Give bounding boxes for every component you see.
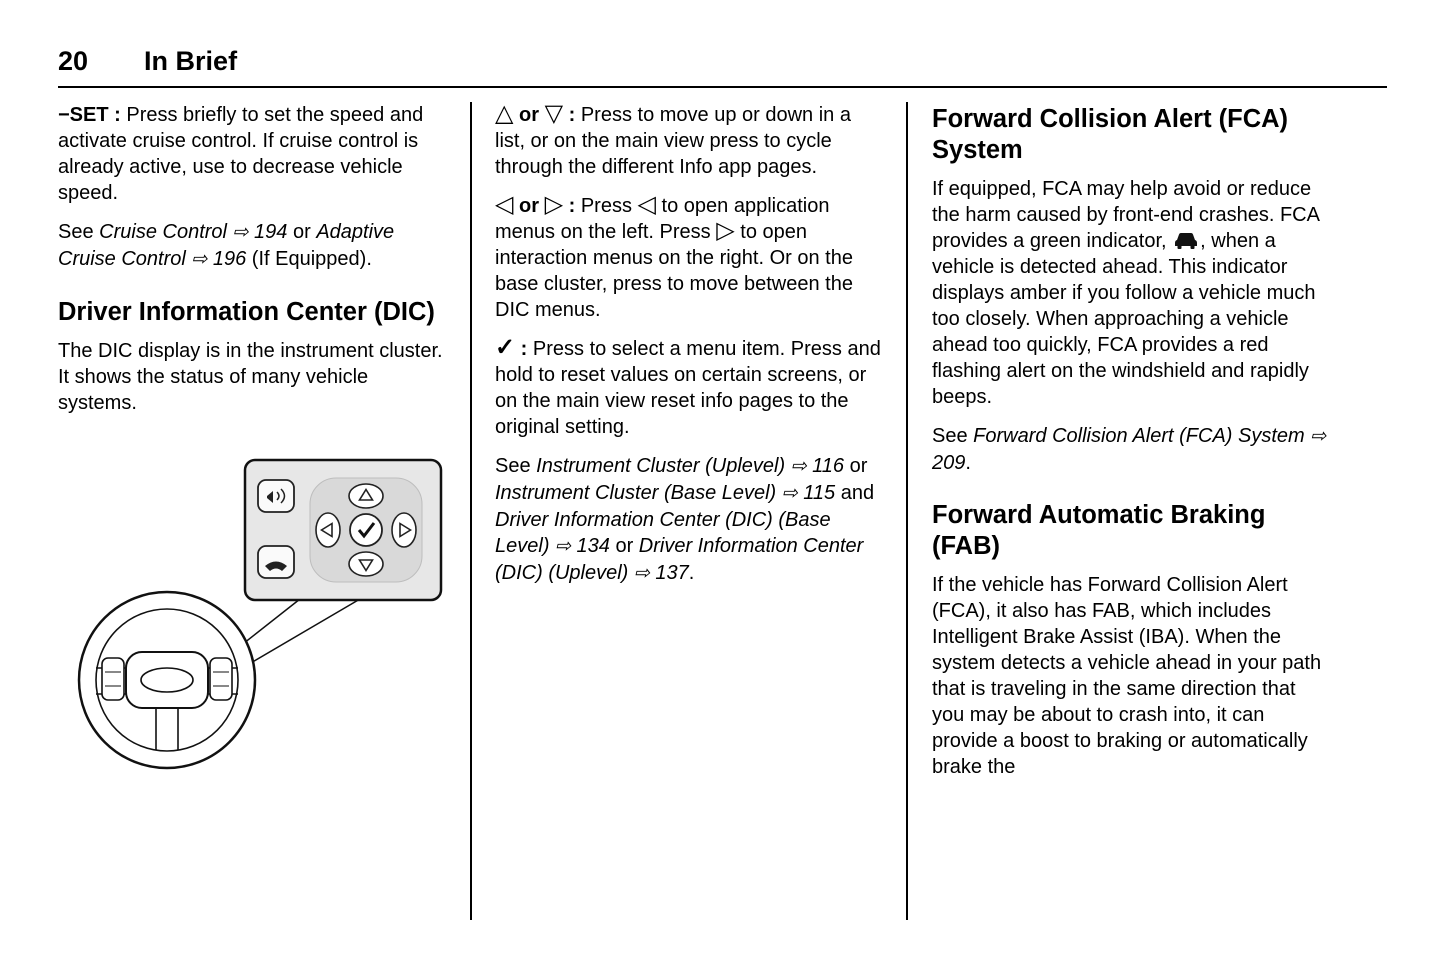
section-heading: Driver Information Center (DIC) bbox=[58, 298, 435, 326]
paragraph: If equipped, FCA may help avoid or reduc… bbox=[932, 176, 1333, 410]
up-arrow-icon: △ bbox=[495, 100, 514, 127]
controls-callout bbox=[243, 458, 443, 602]
text-run: Forward Collision Alert (FCA) System bbox=[973, 425, 1311, 447]
text-run: 115 bbox=[797, 482, 836, 504]
text-run: : bbox=[563, 195, 581, 217]
pad-up-button bbox=[348, 483, 384, 509]
section-title: In Brief bbox=[144, 46, 238, 76]
text-run: Instrument Cluster (Base Level) bbox=[495, 482, 782, 504]
text-run: (If Equipped). bbox=[246, 248, 372, 270]
content-columns: −SET : Press briefly to set the speed an… bbox=[58, 102, 1387, 920]
text-run: to open interaction menus on the right. … bbox=[495, 221, 853, 321]
page-ref-arrow-icon: ⇨ bbox=[191, 249, 208, 270]
text-run: or bbox=[513, 195, 545, 217]
text-run: or bbox=[513, 104, 545, 126]
paragraph: ✓ : Press to select a menu item. Press a… bbox=[495, 336, 886, 440]
paragraph: See Forward Collision Alert (FCA) System… bbox=[932, 423, 1333, 476]
page-ref-arrow-icon: ⇨ bbox=[633, 563, 650, 584]
text-run: See bbox=[932, 425, 974, 447]
text-run: If the vehicle has Forward Collision Ale… bbox=[932, 574, 1322, 778]
steering-wheel-figure bbox=[62, 456, 452, 781]
text-run: , when a vehicle is detected ahead. This… bbox=[932, 230, 1316, 408]
text-run: Cruise Control bbox=[99, 221, 233, 243]
text-run: 194 bbox=[248, 221, 288, 243]
text-run: . bbox=[965, 452, 971, 474]
manual-page: 20 In Brief −SET : Press briefly to set … bbox=[58, 46, 1387, 920]
text-run: . bbox=[688, 562, 695, 584]
column-left: −SET : Press briefly to set the speed an… bbox=[58, 102, 472, 920]
paragraph: ◁ or ▷ : Press ◁ to open application men… bbox=[495, 193, 886, 323]
phone-button bbox=[257, 545, 295, 579]
text-run: or bbox=[844, 455, 868, 477]
text-run: : bbox=[515, 338, 533, 360]
section-heading: Forward Collision Alert (FCA) System bbox=[932, 105, 1289, 164]
voice-button bbox=[257, 479, 295, 513]
column-left-text: −SET : Press briefly to set the speed an… bbox=[58, 102, 452, 416]
text-run: and bbox=[835, 482, 875, 504]
check-icon: ✓ bbox=[495, 334, 516, 361]
text-run: Adaptive Cruise Control bbox=[58, 221, 395, 270]
text-run: Press bbox=[580, 195, 638, 217]
text-run: See bbox=[58, 221, 100, 243]
paragraph: △ or ▽ : Press to move up or down in a l… bbox=[495, 102, 886, 180]
page-number: 20 bbox=[58, 46, 89, 76]
page-ref-arrow-icon: ⇨ bbox=[790, 456, 807, 477]
text-run: If equipped, FCA may help avoid or reduc… bbox=[932, 178, 1319, 252]
text-run: 196 bbox=[207, 248, 247, 270]
section-heading: Forward Automatic Braking (FAB) bbox=[932, 501, 1266, 560]
text-run: −SET : bbox=[58, 104, 121, 126]
text-run: to open application menus on the left. P… bbox=[495, 195, 830, 243]
vehicle-ahead-icon bbox=[1172, 230, 1200, 252]
text-run: 209 bbox=[932, 452, 966, 474]
paragraph: −SET : Press briefly to set the speed an… bbox=[58, 102, 452, 206]
column-middle-text: △ or ▽ : Press to move up or down in a l… bbox=[495, 102, 886, 587]
pad-right-button bbox=[391, 512, 417, 548]
column-right-text: Forward Collision Alert (FCA) System If e… bbox=[932, 104, 1333, 780]
text-run: 137 bbox=[649, 562, 689, 584]
paragraph: If the vehicle has Forward Collision Ale… bbox=[932, 572, 1333, 780]
paragraph: The DIC display is in the instrument clu… bbox=[58, 338, 452, 416]
page-header: 20 In Brief bbox=[58, 46, 1387, 88]
text-run: Press to select a menu item. Press and h… bbox=[495, 338, 881, 438]
column-middle: △ or ▽ : Press to move up or down in a l… bbox=[472, 102, 908, 920]
hub-emblem bbox=[140, 667, 194, 693]
page-ref-arrow-icon: ⇨ bbox=[232, 222, 249, 243]
text-run: Press to move up or down in a list, or o… bbox=[495, 104, 851, 178]
text-run: or bbox=[609, 535, 639, 557]
page-ref-arrow-icon: ⇨ bbox=[781, 483, 798, 504]
text-run: : bbox=[563, 104, 581, 126]
right-arrow-icon: ▷ bbox=[716, 217, 735, 244]
pad-down-button bbox=[348, 551, 384, 577]
text-run: Driver Information Center (DIC) (Base Le… bbox=[495, 509, 831, 557]
text-run: Driver Information Center (DIC) (Uplevel… bbox=[495, 535, 864, 584]
page-ref-arrow-icon: ⇨ bbox=[1310, 426, 1327, 447]
pad-left-button bbox=[315, 512, 341, 548]
text-run: Instrument Cluster (Uplevel) bbox=[536, 455, 791, 477]
left-arrow-icon: ◁ bbox=[495, 191, 514, 218]
text-run: The DIC display is in the instrument clu… bbox=[58, 340, 443, 414]
paragraph: See Instrument Cluster (Uplevel) ⇨ 116 o… bbox=[495, 453, 886, 587]
column-right: Forward Collision Alert (FCA) System If e… bbox=[908, 102, 1345, 920]
text-run: See bbox=[495, 455, 537, 477]
down-arrow-icon: ▽ bbox=[544, 100, 564, 127]
steering-wheel-illustration bbox=[77, 458, 443, 770]
text-run: 134 bbox=[570, 535, 610, 557]
right-arrow-icon: ▷ bbox=[544, 191, 564, 218]
right-spoke-buttons bbox=[209, 657, 233, 701]
left-spoke-buttons bbox=[101, 657, 125, 701]
pad-select-button bbox=[349, 513, 383, 547]
left-arrow-icon: ◁ bbox=[637, 191, 656, 218]
text-run: or bbox=[287, 221, 317, 243]
paragraph: See Cruise Control ⇨ 194 or Adaptive Cru… bbox=[58, 219, 452, 273]
text-run: 116 bbox=[806, 455, 845, 477]
page-ref-arrow-icon: ⇨ bbox=[555, 536, 571, 557]
steering-wheel bbox=[77, 590, 257, 770]
text-run: Press briefly to set the speed and activ… bbox=[58, 104, 424, 204]
five-way-pad bbox=[309, 477, 423, 583]
